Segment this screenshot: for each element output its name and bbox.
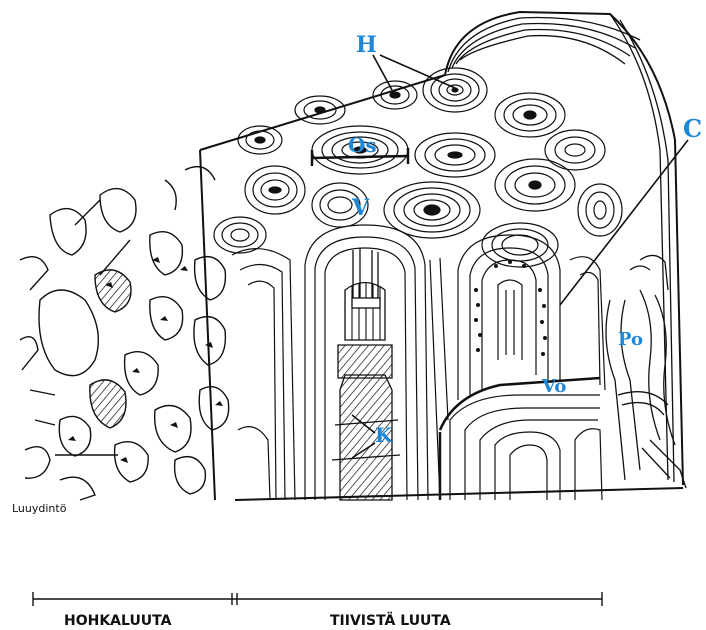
label-h: H	[356, 32, 377, 58]
osteon	[495, 159, 575, 211]
label-os: Os	[348, 133, 377, 157]
osteon	[214, 217, 266, 253]
osteon	[295, 96, 345, 124]
scale-label-spongy: HOHKALUUTA	[64, 613, 172, 629]
osteon	[495, 93, 565, 137]
osteon	[238, 126, 282, 154]
bone-type-scale	[33, 592, 602, 606]
label-vo: Vo	[541, 376, 566, 397]
label-k: K	[375, 423, 393, 447]
spongy-bone	[20, 167, 229, 500]
osteon	[384, 182, 480, 238]
osteon	[245, 166, 305, 214]
osteons-top	[214, 68, 622, 267]
marrow-label: Luuydintö	[12, 502, 67, 515]
osteon	[545, 130, 605, 170]
c-canal-vessel	[498, 280, 522, 360]
osteon	[423, 68, 487, 112]
scale-label-compact: TIIVISTÄ LUUTA	[330, 612, 451, 629]
osteon	[415, 133, 495, 177]
label-v: V	[351, 195, 370, 221]
h-leader-1	[373, 55, 392, 90]
label-po: Po	[618, 329, 643, 350]
label-c: C	[683, 114, 702, 143]
haversian-canal-section	[332, 248, 400, 500]
osteon	[578, 184, 622, 236]
front-face-lamellae	[232, 225, 605, 500]
